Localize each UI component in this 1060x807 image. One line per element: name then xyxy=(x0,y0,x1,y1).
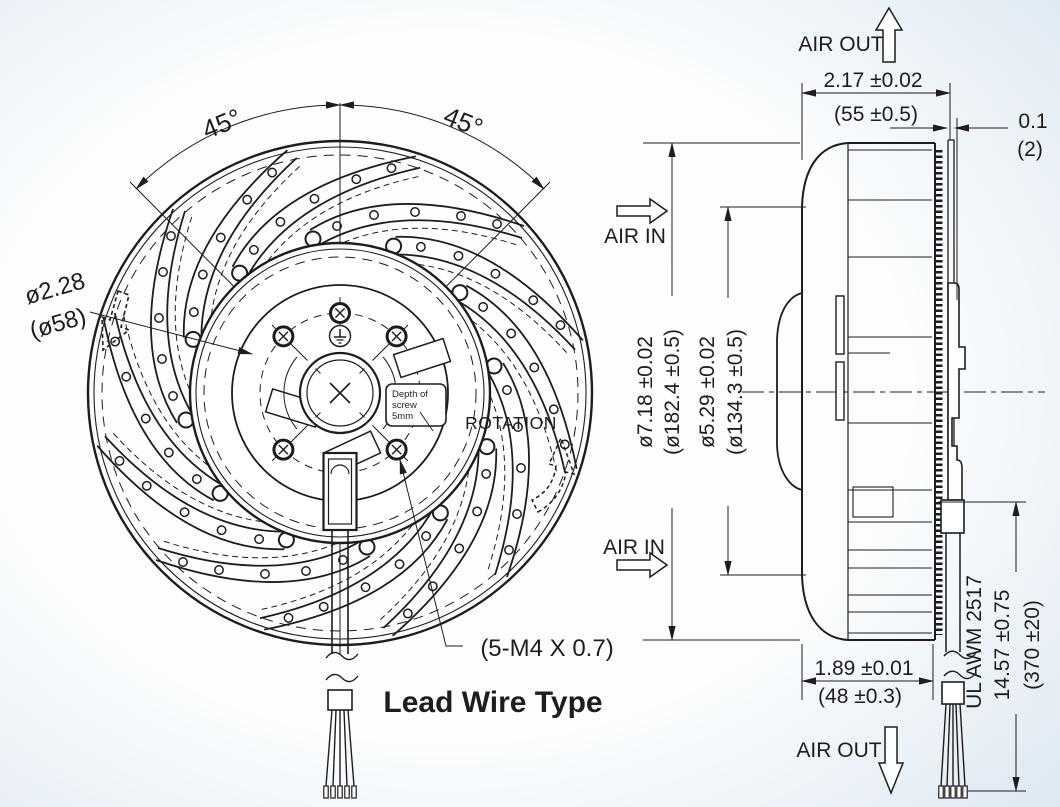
inlet-diameter-dimension: ø5.29 ±0.02 (ø134.3 ±0.5) xyxy=(696,206,806,576)
air-out-top-arrow-icon xyxy=(874,6,904,63)
wire-length-dimension: UL AWM 2517 14.57 ±0.75 (370 ±20) xyxy=(938,501,1044,792)
motor-dome xyxy=(776,292,803,491)
outer-dia-mm: (ø182.4 ±0.5) xyxy=(661,329,684,455)
lead-wire-side xyxy=(938,499,977,799)
width-inch: 2.17 ±0.02 xyxy=(823,69,922,92)
outer-diameter-dimension: ø7.18 ±0.02 (ø182.4 ±0.5) xyxy=(634,142,800,641)
rotation-arrow-right-icon xyxy=(530,436,576,514)
note-line-2: screw xyxy=(392,400,417,411)
flange-mm: (2) xyxy=(1017,138,1043,161)
wire-spec-label: UL AWM 2517 xyxy=(963,575,986,709)
inlet-dia-inch: ø5.29 ±0.02 xyxy=(696,336,719,448)
lead-wire-front xyxy=(322,451,359,799)
air-out-bottom-arrow-icon xyxy=(877,726,905,796)
wire-terminals-front xyxy=(323,785,357,799)
rotation-label: ROTATION xyxy=(465,413,557,433)
air-in-bottom-label: AIR IN xyxy=(603,536,665,559)
flange-inch: 0.1 xyxy=(1018,110,1047,133)
air-in-top-label: AIR IN xyxy=(604,225,666,248)
fan-body-section xyxy=(776,139,966,641)
side-view: 2.17 ±0.02 (55 ±0.5) 0.1 (2) ø7.18 ±0.02… xyxy=(603,6,1048,799)
front-view: Depth of screw 5mm 45° 45° ø2.28 (ø58) R… xyxy=(22,100,614,799)
flange-dimension: 0.1 (2) xyxy=(890,110,1048,300)
width-dimension: 2.17 ±0.02 (55 ±0.5) xyxy=(801,69,951,160)
depth-inch: 1.89 ±0.01 xyxy=(814,657,913,680)
inlet-dia-mm: (ø134.3 ±0.5) xyxy=(724,329,747,455)
airflow-annotations: AIR OUT AIR IN AIR IN AIR OUT xyxy=(603,6,905,796)
wire-terminals-side xyxy=(938,785,968,799)
air-out-top-label: AIR OUT xyxy=(798,33,883,56)
center-mark xyxy=(329,382,351,404)
air-in-top-arrow-icon xyxy=(616,197,669,225)
wire-length-inch: 14.57 ±0.75 xyxy=(991,590,1014,701)
screw-depth-note: Depth of screw 5mm xyxy=(385,383,447,432)
wire-length-mm: (370 ±20) xyxy=(1021,600,1044,690)
note-line-3: 5mm xyxy=(392,411,413,422)
depth-mm: (48 ±0.3) xyxy=(818,685,902,708)
ground-screw-icon xyxy=(328,324,352,348)
screw-spec-callout: (5-M4 X 0.7) xyxy=(399,459,614,662)
width-mm: (55 ±0.5) xyxy=(834,103,918,126)
center-hub xyxy=(283,351,397,435)
drawing-caption: Lead Wire Type xyxy=(383,686,602,719)
air-in-bottom-arrow-icon xyxy=(616,551,669,579)
depth-dimension: 1.89 ±0.01 (48 ±0.3) xyxy=(801,644,934,708)
note-line-1: Depth of xyxy=(392,389,428,400)
rotation-arrow-left-icon xyxy=(101,289,131,352)
air-out-bottom-label: AIR OUT xyxy=(796,739,881,762)
screw-spec-label: (5-M4 X 0.7) xyxy=(480,635,613,662)
outer-dia-inch: ø7.18 ±0.02 xyxy=(634,336,657,448)
